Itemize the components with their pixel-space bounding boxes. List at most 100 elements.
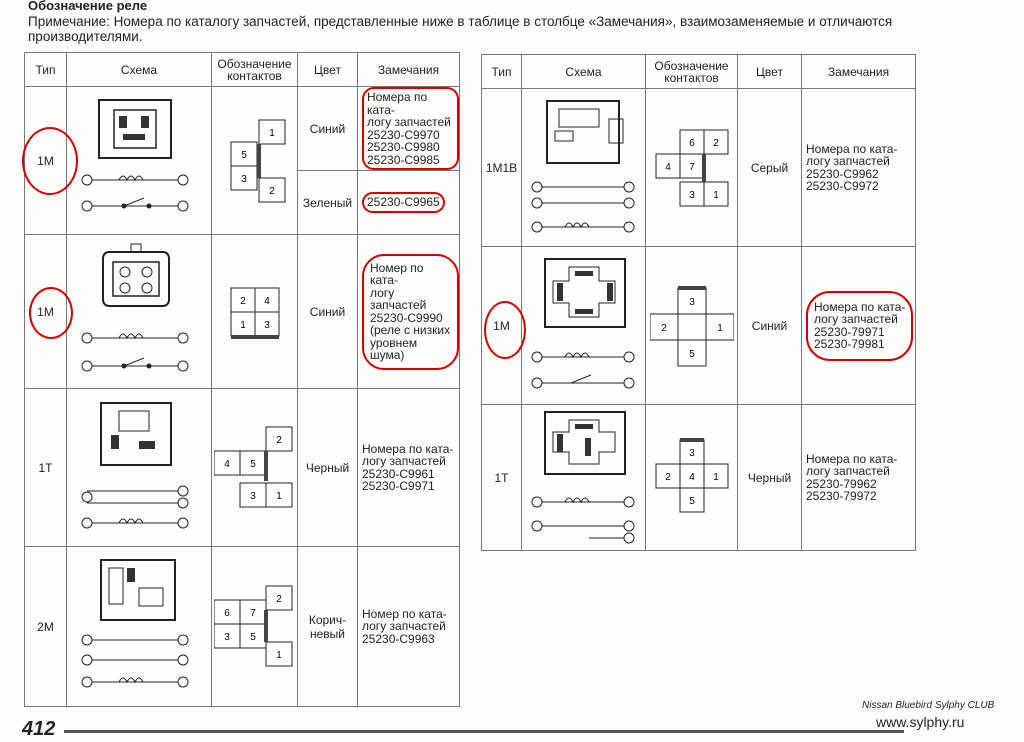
type-label: 1T	[494, 470, 509, 485]
scheme-diagram	[66, 86, 212, 235]
remark-line: 25230-C9965	[367, 195, 440, 210]
type-cell: 1T	[481, 404, 522, 551]
scheme-diagram	[66, 234, 212, 389]
relay-schematic	[81, 98, 189, 211]
type-cell: 1M	[24, 234, 73, 389]
relay-schematic	[81, 243, 189, 371]
relay-schematic	[531, 410, 634, 543]
pin-label: 1	[276, 650, 282, 661]
header-type: Тип	[481, 54, 522, 89]
relay-schematic	[81, 558, 189, 687]
pin-label: 7	[250, 608, 256, 619]
pin-label: 5	[689, 496, 695, 507]
remark-line: 25230-79962	[806, 476, 877, 491]
pin-label: 3	[689, 190, 695, 201]
header-contacts: Обозначение контактов	[645, 54, 738, 89]
header-remarks: Замечания	[801, 54, 916, 89]
annotation-oval: Номера по ката- логу запчастей 25230-C99…	[362, 87, 459, 170]
pin-map: 2 4 5 3 1	[213, 426, 292, 507]
remark-line: 25230-C9990	[370, 310, 443, 325]
club-watermark: Nissan Bluebird Sylphy CLUB	[862, 700, 995, 711]
type-cell: 2M	[24, 546, 67, 707]
pin-label: 4	[689, 472, 695, 483]
pin-map: 2 4 1 3	[230, 287, 279, 339]
remark-line: Номера по ката-	[362, 441, 454, 456]
remark-line: 25230-79981	[814, 337, 885, 351]
annotation-oval: Номер по ката- логу запчастей 25230-C999…	[362, 253, 459, 370]
pin-label: 3	[689, 448, 695, 459]
color-cell: Зеленый	[297, 170, 358, 235]
annotation-circle	[22, 127, 78, 195]
pin-label: 5	[250, 459, 256, 470]
remark-line: 25230-C9972	[806, 179, 879, 193]
scheme-diagram	[66, 388, 212, 547]
contact-layout: 3 2 1 5	[645, 246, 738, 405]
remark-line: Номер по ката-	[370, 260, 424, 287]
pin-label: 2	[269, 186, 275, 197]
color-cell: Черный	[297, 388, 358, 547]
remark-line: 25230-79971	[814, 324, 885, 339]
pin-label: 5	[241, 150, 247, 161]
section-heading: Обозначение реле	[28, 0, 148, 13]
site-url: www.sylphy.ru	[876, 714, 965, 730]
pin-label: 2	[713, 138, 719, 149]
pin-label: 4	[264, 296, 270, 307]
annotation-oval: 25230-C9965	[362, 192, 445, 213]
type-label: 1M1B	[485, 160, 518, 175]
type-cell: 1T	[24, 388, 67, 547]
pin-label: 1	[713, 472, 719, 483]
contact-layout: 2 4 5 3 1	[211, 388, 298, 547]
relay-table-left: Тип Схема Обозначение контактов Цвет Зам…	[22, 52, 460, 707]
color-cell: Синий	[297, 234, 358, 389]
annotation-circle	[29, 287, 73, 339]
header-color: Цвет	[737, 54, 802, 89]
remark-line: Номера по ката-	[814, 299, 906, 314]
pin-label: 3	[241, 174, 247, 185]
color-cell: Серый	[737, 88, 802, 247]
pin-label: 1	[276, 491, 282, 502]
pin-label: 3	[264, 320, 270, 331]
pin-label: 5	[689, 349, 695, 360]
contact-layout: 1 5 3 2	[211, 86, 298, 235]
pin-map: 3 2 1 5	[649, 285, 734, 366]
pin-label: 7	[689, 162, 695, 173]
pin-label: 1	[240, 320, 246, 331]
pin-label: 2	[661, 323, 667, 334]
page-number: 412	[22, 718, 56, 740]
annotation-oval: Номера по ката- логу запчастей 25230-799…	[806, 290, 914, 361]
header-scheme: Схема	[66, 52, 212, 87]
pin-map: 1 5 3 2	[230, 119, 285, 202]
remark-line: логу запчастей	[367, 115, 451, 129]
type-cell: 1M	[481, 246, 526, 405]
remarks-cell: Номера по ката- логу запчастей 25230-799…	[801, 404, 916, 551]
remarks-cell: Номера по ката- логу запчастей 25230-799…	[801, 246, 916, 405]
contact-layout: 2 6 7 3 5 1	[211, 546, 298, 707]
color-cell: Корич- невый	[297, 546, 358, 707]
remark-line: 25230-C9980	[367, 140, 440, 154]
color-line: Корич-	[308, 612, 347, 627]
scheme-diagram	[521, 246, 646, 405]
remark-line: логу запчастей	[806, 464, 890, 478]
pin-label: 6	[224, 608, 230, 619]
pin-label: 2	[665, 472, 671, 483]
remark-line: Номера по ката-	[806, 451, 898, 466]
remarks-cell: Номер по ката- логу запчастей 25230-C999…	[357, 234, 460, 389]
header-color: Цвет	[297, 52, 358, 87]
pin-label: 2	[276, 594, 282, 605]
pin-label: 5	[250, 632, 256, 643]
pin-map: 2 6 7 3 5 1	[213, 585, 292, 666]
remark-line: 25230-C9961	[362, 466, 435, 481]
color-line: невый	[309, 626, 345, 641]
contact-layout: 6 2 4 7 3 1	[645, 88, 738, 247]
color-cell: Синий	[737, 246, 802, 405]
remark-line: 25230-C9963	[362, 631, 435, 646]
type-label: 2M	[37, 619, 54, 634]
pin-label: 3	[224, 632, 230, 643]
scheme-diagram	[66, 546, 212, 707]
remark-line: (реле с низких	[370, 323, 451, 337]
footer-rule	[64, 730, 904, 733]
remarks-cell: Номер по ката- логу запчастей 25230-C996…	[357, 546, 460, 707]
pin-map: 6 2 4 7 3 1	[655, 129, 728, 206]
relay-schematic	[81, 401, 189, 528]
relay-schematic	[531, 99, 634, 232]
